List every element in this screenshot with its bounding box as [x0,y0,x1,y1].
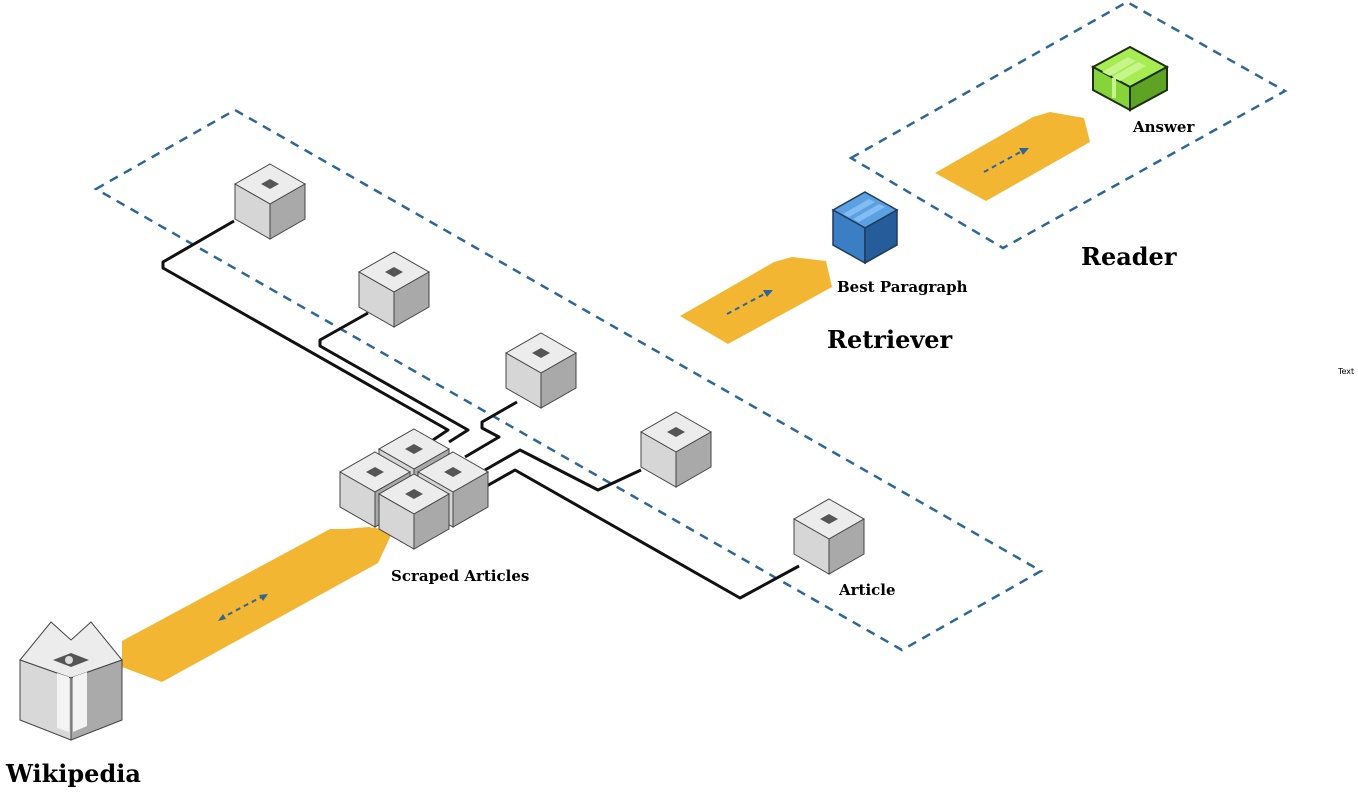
article-cube-icon [793,498,865,575]
article-cube-icon [358,251,430,328]
fetch-arrow [122,527,393,682]
article-cube-icon [640,411,712,488]
article-region [93,108,1044,652]
answer-cube-icon [1090,45,1170,112]
article-label: Article [839,581,896,599]
connection-lines [161,219,800,600]
reader-region [848,0,1288,250]
reader-title: Reader [1081,242,1177,271]
best-paragraph-cube-icon [831,191,899,265]
reader-arrow [935,112,1090,201]
article-cube-icon [234,163,306,240]
text-placeholder-label: Text [1338,367,1355,376]
article-cube-icon [505,332,577,409]
retriever-arrow [680,257,832,344]
wikipedia-server-icon [19,621,123,741]
best-paragraph-label: Best Paragraph [837,278,968,296]
wikipedia-label: Wikipedia [6,759,141,788]
scraped-articles-label: Scraped Articles [391,567,530,585]
retriever-title: Retriever [827,325,953,354]
answer-label: Answer [1133,118,1195,136]
